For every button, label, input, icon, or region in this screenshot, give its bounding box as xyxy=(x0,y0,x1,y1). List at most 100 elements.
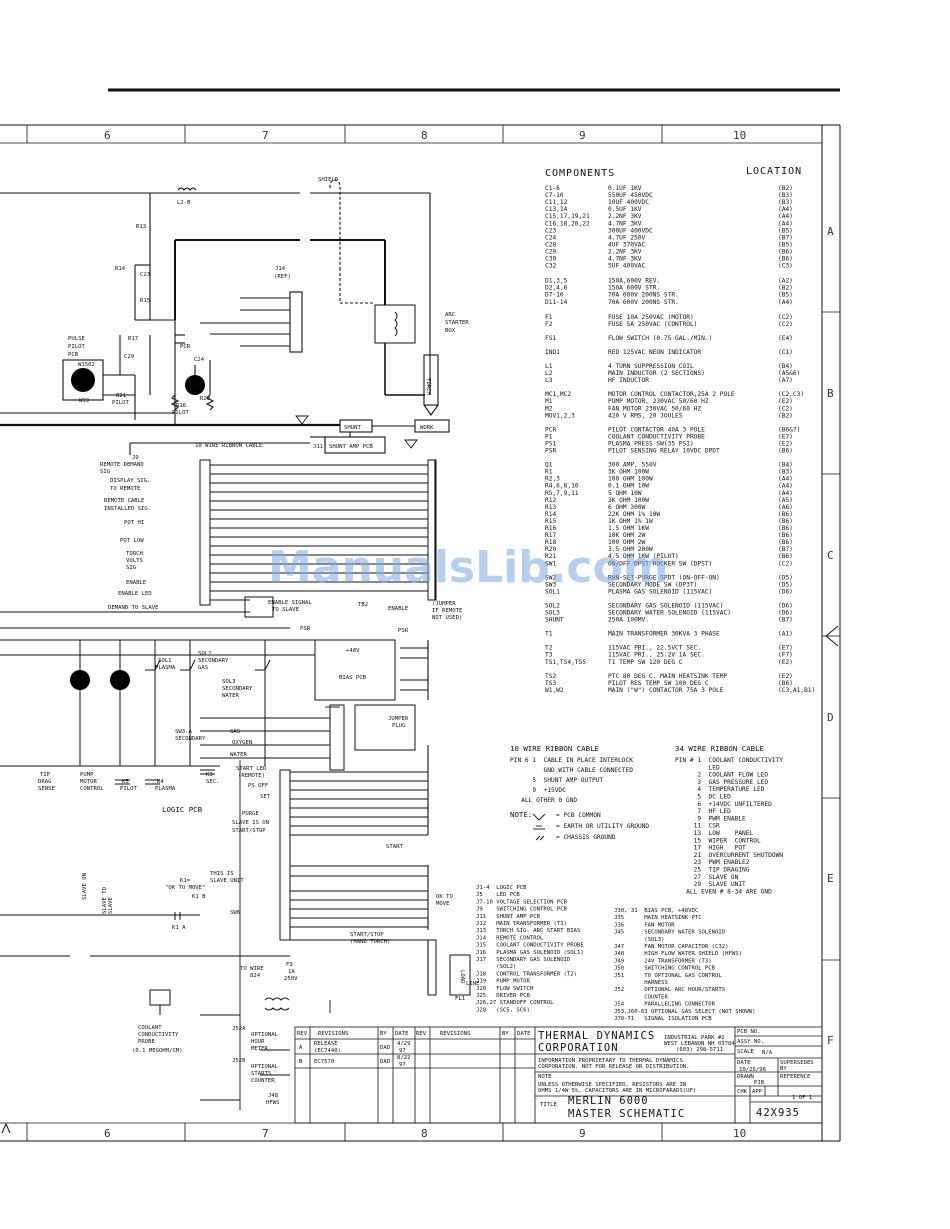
label-k4: K4 xyxy=(157,779,164,785)
connector-item: J14 REMOTE CONTROL xyxy=(476,935,544,941)
component-ref: L3 xyxy=(545,377,553,384)
tb-company-2: CORPORATION xyxy=(538,1042,619,1054)
label-logic-pcb: LOGIC PCB xyxy=(162,805,203,814)
component-location: (F7) xyxy=(778,652,793,659)
component-location: (C2) xyxy=(778,314,793,321)
label-w99: W99 xyxy=(79,398,89,404)
label-pot-hi: POT HI xyxy=(124,520,144,526)
connector-item: J16 PLASMA GAS SOLENOID (SOL1) xyxy=(476,950,584,956)
component-ref: R20 xyxy=(545,546,556,553)
component-ref: C15,17,19,21 xyxy=(545,213,590,220)
component-desc: 3.5 OHM 200W xyxy=(608,546,653,553)
label-optional-hour: OPTIONAL xyxy=(251,1032,279,1038)
component-ref: T3 xyxy=(545,652,553,659)
connector-item: J18 CONTROL TRANSFORMER (T2) xyxy=(476,971,577,977)
component-ref: F1 xyxy=(545,314,553,321)
label-jumper-plug-1: JUMPER xyxy=(388,716,409,722)
ribbon34-line: 4 TEMPERATURE LED xyxy=(675,786,765,793)
label-megohm: (0.1 MEGOHM/CM) xyxy=(132,1048,183,1054)
component-desc: FAN MOTOR 230VAC 50/60 HZ xyxy=(608,405,701,412)
component-location: (C3) xyxy=(778,263,793,270)
connector-item: COUNTER xyxy=(614,994,669,1000)
ribbon34-line: 2 COOLANT FLOW LED xyxy=(675,772,768,779)
component-location: (B2) xyxy=(778,412,793,419)
component-location: (A4) xyxy=(778,476,793,483)
component-desc: 4UF 370VAC xyxy=(608,241,646,248)
ribbon34-lines: PIN # 1 COOLANT CONDUCTIVITY LED 2 COOLA… xyxy=(675,757,783,895)
label-ps-off: PS OFF xyxy=(248,783,269,789)
component-location: (B6) xyxy=(778,539,793,546)
label-w1502: W1502 xyxy=(78,362,95,368)
component-ref: T1 xyxy=(545,631,553,638)
component-ref: R2,3 xyxy=(545,476,560,483)
component-ref: F2 xyxy=(545,321,553,328)
component-ref: C28 xyxy=(545,241,556,248)
wiring xyxy=(0,179,450,995)
label-enable-2: ENABLE xyxy=(388,606,409,612)
label-sw6: SW6 xyxy=(230,910,240,916)
component-ref: C23 xyxy=(545,227,556,234)
ribbon10-line: PIN 6 1 CABLE IN PLACE INTERLOCK xyxy=(510,757,633,764)
connector-item: J25 DRIVER PCB xyxy=(476,993,531,999)
zone-col-10-top: 10 xyxy=(733,129,746,142)
tb-scale-value: N/A xyxy=(762,1050,773,1056)
component-desc: MAIN TRANSFORMER 30KVA 3 PHASE xyxy=(608,631,720,638)
component-ref: R21 xyxy=(545,553,556,560)
label-start: START xyxy=(386,844,403,850)
component-desc: FUSE 10A 250VAC (MOTOR) xyxy=(608,314,694,321)
label-set: SET xyxy=(260,794,271,800)
label-secondary-2: SECONDARY xyxy=(222,686,253,692)
label-to-wire: TO WIRE xyxy=(240,966,264,972)
component-ref: SW3 xyxy=(545,581,556,588)
component-location: (B5) xyxy=(778,241,793,248)
tb-by-label: BY xyxy=(780,1066,787,1072)
component-desc: 1K OHM 1% 1W xyxy=(608,518,653,525)
component-desc: 5UF 400VAC xyxy=(608,263,646,270)
label-sig: SIG xyxy=(100,469,111,475)
zone-col-6-bottom: 6 xyxy=(104,1127,111,1140)
component-location: (D6) xyxy=(778,588,793,595)
ribbon34-line: 13 LOW PANEL xyxy=(675,830,754,837)
label-pilot-pcb: PILOT xyxy=(68,344,85,350)
zone-col-10-bottom: 10 xyxy=(733,1127,746,1140)
label-pcr: PCR xyxy=(180,344,191,350)
ribbon34-line: 25 TIP DRAGING xyxy=(675,867,750,874)
ribbon34-line: 6 +14VDC UNFILTERED xyxy=(675,801,772,808)
ribbon10-line: ALL OTHER 0 GND xyxy=(510,797,577,804)
connector-item: J19 PUMP MOTOR xyxy=(476,979,531,985)
component-desc: RUN-SET-PURGE SPDT (ON-OFF-ON) xyxy=(608,574,720,581)
component-desc: MAIN INDUCTOR (2 SECTIONS) xyxy=(608,370,705,377)
tb-revisions-header-2: REVISIONS xyxy=(440,1031,470,1037)
title-block xyxy=(294,1026,823,1124)
component-ref: SOL2 xyxy=(545,602,560,609)
component-location: (A4) xyxy=(778,483,793,490)
component-location: (C2) xyxy=(778,560,793,567)
component-location: (E2) xyxy=(778,398,793,405)
component-location: (A5) xyxy=(778,497,793,504)
label-starter: STARTER xyxy=(445,320,469,326)
label-k1b: K1 B xyxy=(192,894,206,900)
label-k3: K3 xyxy=(206,772,213,778)
label-volts: VOLTS xyxy=(126,558,143,564)
component-desc: PILOT SENSING RELAY 10VDC DPDT xyxy=(608,448,720,455)
ground-symbols xyxy=(295,415,546,841)
ribbon34-title: 34 WIRE RIBBON CABLE xyxy=(675,744,764,753)
component-desc: 70A 600V 200NS STR. xyxy=(608,292,679,299)
label-bias-pcb: BIAS PCB xyxy=(339,675,367,681)
component-desc: T1 TEMP SW 120 DEG C xyxy=(608,659,683,666)
ribbon34-line: 5 DC LED xyxy=(675,794,731,801)
connector-item: J48 HIGH FLOW WATER SHIELD (HFWS) xyxy=(614,951,742,957)
component-ref: D11-14 xyxy=(545,299,568,306)
tb-release: RELEASE xyxy=(314,1041,338,1047)
tb-assy-no: ASSY NO. xyxy=(737,1039,764,1045)
label-sw3-secondary: SECONDARY xyxy=(175,736,206,742)
label-pilot-r16: PILOT xyxy=(172,410,189,416)
label-f3-1a: 1A xyxy=(288,969,295,975)
label-secondary: SECONDARY xyxy=(198,658,229,664)
note-chassis-ground: = CHASSIS GROUND xyxy=(556,834,616,841)
connector-item: (SOL2) xyxy=(476,964,516,970)
label-c24: C24 xyxy=(194,357,205,363)
component-ref: R15 xyxy=(545,518,556,525)
tb-app: APP xyxy=(752,1089,763,1095)
